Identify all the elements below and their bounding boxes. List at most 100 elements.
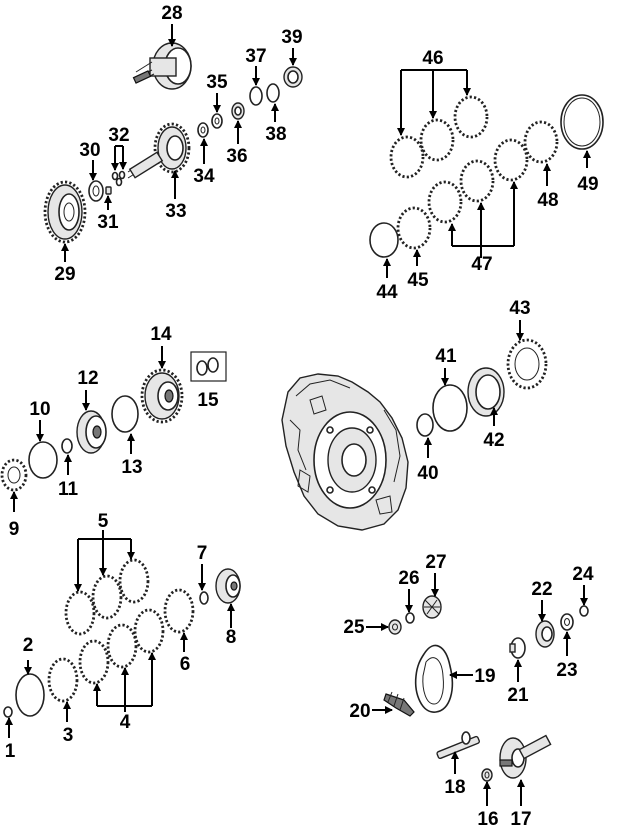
callout-23: 23 <box>556 660 577 681</box>
part-34-washer <box>197 122 209 138</box>
callout-41: 41 <box>435 346 457 367</box>
part-19-chain <box>414 644 454 713</box>
part-46-plate-c <box>453 95 489 139</box>
part-45-plate <box>396 206 432 250</box>
part-16-nut <box>481 768 493 782</box>
part-38-ring <box>266 83 280 103</box>
callout-19: 19 <box>474 666 495 687</box>
part-6-plate <box>163 588 195 634</box>
callout-14: 14 <box>150 324 172 345</box>
callout-29: 29 <box>54 264 75 285</box>
callout-31: 31 <box>97 212 119 233</box>
part-15-seal-kit <box>190 351 227 382</box>
callout-16: 16 <box>477 809 498 830</box>
leader-lines <box>5 24 591 806</box>
callout-2: 2 <box>23 635 34 656</box>
callout-20: 20 <box>349 701 370 722</box>
callout-38: 38 <box>265 124 286 145</box>
callout-3: 3 <box>63 725 74 746</box>
callout-1: 1 <box>5 741 16 762</box>
callout-39: 39 <box>281 27 302 48</box>
callout-9: 9 <box>9 519 20 540</box>
callout-22: 22 <box>531 579 552 600</box>
callout-44: 44 <box>376 282 398 303</box>
part-7-ring <box>199 591 209 605</box>
callout-47: 47 <box>471 254 492 275</box>
part-28-shaft-assembly <box>132 42 192 90</box>
part-17-flange-shaft <box>499 734 552 779</box>
callout-13: 13 <box>121 457 142 478</box>
callout-43: 43 <box>509 298 530 319</box>
callout-33: 33 <box>165 201 186 222</box>
part-31-pin <box>105 186 112 195</box>
part-4-plate-a <box>78 639 110 685</box>
part-35-washer <box>211 113 223 129</box>
part-22-bearing <box>535 620 555 648</box>
callout-42: 42 <box>483 430 504 451</box>
callout-8: 8 <box>226 627 237 648</box>
callout-49: 49 <box>577 174 598 195</box>
part-37-ring <box>249 86 263 106</box>
part-44-snap-ring <box>369 222 399 258</box>
part-5-plate-c <box>118 558 150 604</box>
callout-25: 25 <box>343 617 365 638</box>
callout-10: 10 <box>29 399 50 420</box>
part-1-ring <box>3 706 13 718</box>
part-3-plate <box>47 657 79 703</box>
callout-17: 17 <box>510 809 531 830</box>
callout-26: 26 <box>398 568 419 589</box>
part-46-plate-a <box>389 135 425 179</box>
part-32-clips <box>111 170 126 187</box>
part-13-ring <box>111 395 139 433</box>
part-20-sprocket <box>383 691 415 717</box>
part-5-plate-b <box>91 574 123 620</box>
part-46-plate-b <box>419 118 455 162</box>
callout-15: 15 <box>197 390 219 411</box>
callout-45: 45 <box>407 270 429 291</box>
part-11-ring <box>61 438 73 454</box>
part-4-plate-b <box>106 623 138 669</box>
part-29-ring-gear <box>43 180 87 244</box>
part-36-bearing <box>231 102 245 120</box>
part-4-plate-c <box>133 608 165 654</box>
callout-28: 28 <box>161 3 182 24</box>
part-8-piston <box>215 568 241 604</box>
part-18-shaft <box>436 731 480 760</box>
callout-18: 18 <box>444 777 465 798</box>
part-23-washer <box>560 613 574 631</box>
callout-36: 36 <box>226 146 247 167</box>
part-10-ring <box>28 441 58 479</box>
part-47-plate-b <box>459 159 495 203</box>
callout-30: 30 <box>79 140 100 161</box>
part-42-ring <box>467 367 505 417</box>
callout-5: 5 <box>98 511 109 532</box>
part-14-drum <box>140 368 184 424</box>
part-21-plate <box>509 637 526 659</box>
part-47-plate-c <box>493 138 529 182</box>
part-9-plate <box>0 458 28 492</box>
part-39-bearing <box>283 66 303 88</box>
callout-46: 46 <box>422 48 443 69</box>
part-26-ring <box>405 612 415 624</box>
part-24-ring <box>579 605 589 617</box>
callout-32: 32 <box>108 125 129 146</box>
callout-4: 4 <box>120 712 131 733</box>
callout-48: 48 <box>537 190 558 211</box>
callout-34: 34 <box>193 166 215 187</box>
callout-37: 37 <box>245 46 266 67</box>
callout-6: 6 <box>180 654 191 675</box>
transmission-housing <box>281 373 409 531</box>
part-2-ring <box>15 673 45 717</box>
callout-7: 7 <box>197 543 208 564</box>
clutch-pack-top-right <box>369 94 604 258</box>
part-33-gear-shaft <box>127 122 191 179</box>
part-30-washer <box>88 180 104 202</box>
callout-27: 27 <box>425 552 446 573</box>
callout-40: 40 <box>417 463 438 484</box>
part-5-plate-a <box>64 590 96 636</box>
part-49-ring <box>560 94 604 150</box>
part-48-plate <box>523 120 559 164</box>
part-41-ring <box>432 384 468 432</box>
callout-24: 24 <box>572 564 594 585</box>
part-27-sprocket <box>422 595 442 619</box>
